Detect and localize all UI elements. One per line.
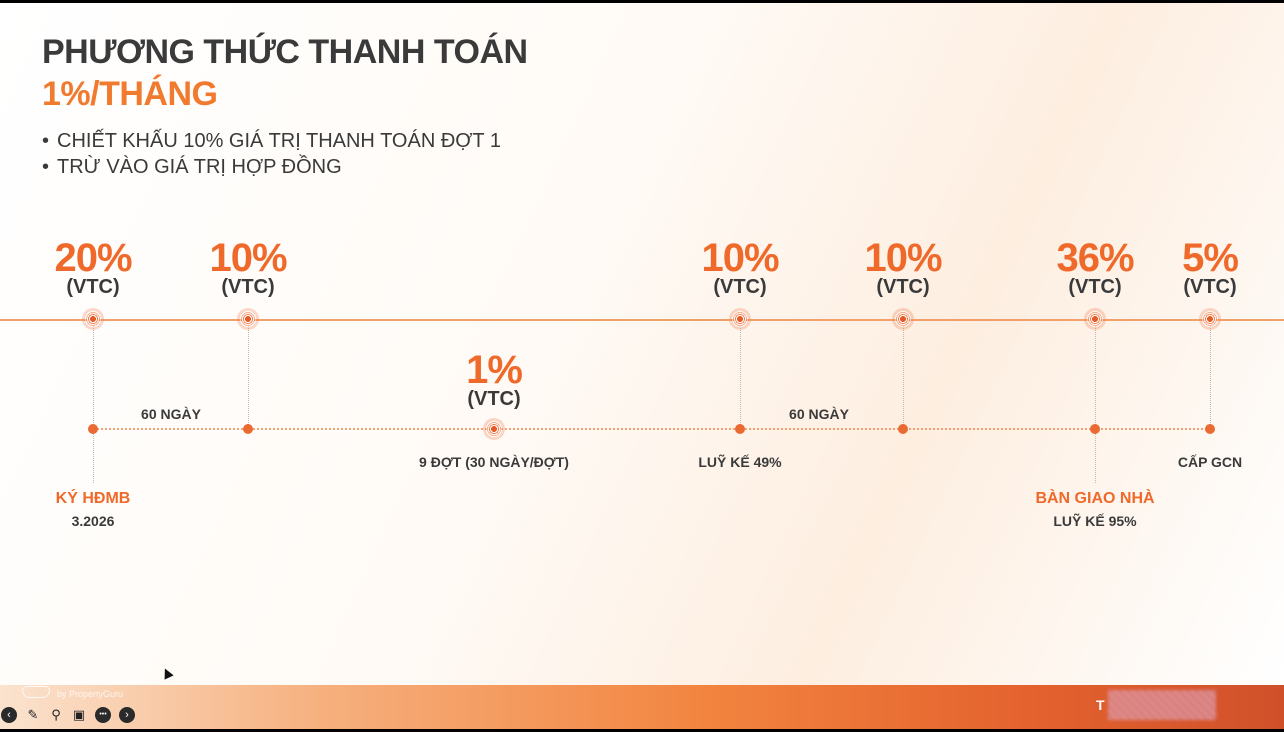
bullet-list: CHIẾT KHẤU 10% GIÁ TRỊ THANH TOÁN ĐỢT 1 … [42, 128, 501, 180]
connector-line [93, 321, 94, 483]
payment-unit: (VTC) [713, 276, 767, 298]
milestone-title: KÝ HĐMB [55, 490, 131, 507]
payment-percent: 10% [701, 236, 779, 280]
milestone-sub: LUỸ KẾ 95% [1053, 513, 1137, 529]
brand-logo-icon [22, 686, 50, 698]
zoom-icon[interactable]: ⚲ [51, 707, 61, 722]
installment-label: 9 ĐỢT (30 NGÀY/ĐỢT) [419, 454, 569, 470]
milestone-title: BÀN GIAO NHÀ [1035, 490, 1155, 507]
connector-line [740, 321, 741, 429]
timeline-node-dot [483, 418, 505, 440]
connector-line [903, 321, 904, 429]
timeline-small-dot [735, 424, 745, 434]
bullet-item: TRỪ VÀO GIÁ TRỊ HỢP ĐỒNG [42, 154, 501, 180]
connector-line [1095, 321, 1096, 483]
timeline-main-line [0, 319, 1284, 321]
timeline-dotted-line [93, 428, 1211, 430]
timeline-node-dot [1199, 308, 1221, 330]
connector-line [1210, 321, 1211, 429]
brand-text: by PropertyGuru [57, 689, 124, 699]
timeline-small-dot [898, 424, 908, 434]
forward-arrow-icon[interactable]: › [119, 707, 135, 723]
back-arrow-icon[interactable]: ‹ [1, 707, 17, 723]
payment-unit: (VTC) [1183, 276, 1237, 298]
payment-percent: 5% [1182, 236, 1239, 280]
timeline-small-dot [243, 424, 253, 434]
timeline-node-dot [729, 308, 751, 330]
connector-line [248, 321, 249, 429]
presentation-slide: PHƯƠNG THỨC THANH TOÁN 1%/THÁNG CHIẾT KH… [0, 3, 1284, 685]
timeline-small-dot [1090, 424, 1100, 434]
more-icon[interactable]: ••• [95, 707, 111, 723]
payment-percent: 20% [54, 236, 132, 280]
payment-unit: (VTC) [221, 276, 275, 298]
timeline-node-dot [892, 308, 914, 330]
footer-bar [0, 685, 1284, 729]
blurred-region [1108, 690, 1216, 720]
pen-icon[interactable]: ✎ [27, 707, 39, 722]
timeline-small-dot [88, 424, 98, 434]
timeline-node-dot [237, 308, 259, 330]
milestone-sub: 3.2026 [71, 513, 115, 529]
payment-percent: 10% [864, 236, 942, 280]
payment-unit: (VTC) [66, 276, 120, 298]
bullet-item: CHIẾT KHẤU 10% GIÁ TRỊ THANH TOÁN ĐỢT 1 [42, 128, 501, 154]
payment-unit: (VTC) [1068, 276, 1122, 298]
payment-percent: 10% [209, 236, 287, 280]
page-code: T [1096, 697, 1105, 713]
video-off-icon[interactable]: ▣ [72, 707, 86, 722]
certificate-label: CẤP GCN [1177, 454, 1243, 470]
interval-label: 60 NGÀY [141, 406, 201, 422]
page-subtitle: 1%/THÁNG [42, 75, 218, 113]
payment-unit: (VTC) [876, 276, 930, 298]
timeline-small-dot [1205, 424, 1215, 434]
installment-percent: 1% [466, 348, 523, 392]
interval-label: 60 NGÀY [789, 406, 849, 422]
installment-unit: (VTC) [467, 388, 521, 410]
timeline-node-dot [1084, 308, 1106, 330]
page-title: PHƯƠNG THỨC THANH TOÁN [42, 33, 528, 71]
payment-percent: 36% [1056, 236, 1134, 280]
cumulative-label: LUỸ KẾ 49% [698, 454, 782, 470]
timeline-node-dot [82, 308, 104, 330]
